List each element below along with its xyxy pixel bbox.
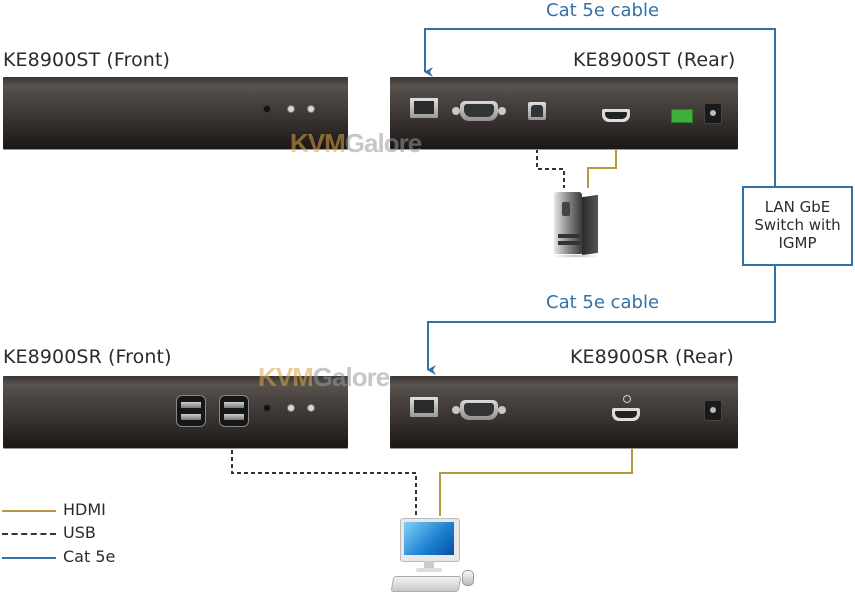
- transmitter-rear-label: KE8900ST (Rear): [573, 49, 736, 71]
- rs232-port-icon: [452, 101, 506, 121]
- usb-b-port-icon: [528, 102, 546, 120]
- mouse-icon: [462, 570, 474, 586]
- transmitter-rear-panel: [390, 77, 738, 149]
- terminal-block-icon: [671, 109, 693, 123]
- switch-line: Switch with: [754, 216, 841, 234]
- receiver-front-panel: [3, 376, 348, 448]
- switch-line: LAN GbE: [764, 198, 831, 216]
- watermark: KVMGalore: [290, 128, 422, 158]
- rj45-port-icon: [410, 397, 438, 417]
- switch-line: IGMP: [778, 234, 817, 252]
- power-jack-icon: [704, 103, 722, 124]
- rj45-port-icon: [410, 98, 438, 118]
- cat5e-cable-label-bottom: Cat 5e cable: [546, 292, 660, 313]
- workstation-monitor-icon: [390, 518, 482, 598]
- usb-a-port-icon: [176, 395, 206, 427]
- legend: HDMI USB Cat 5e: [2, 500, 132, 572]
- hdmi-port-icon: [602, 109, 630, 122]
- led-indicator: [307, 404, 315, 412]
- usb-line-swatch: [2, 533, 56, 535]
- lan-switch-box: LAN GbE Switch with IGMP: [742, 186, 853, 266]
- rs232-port-icon: [452, 400, 506, 420]
- usb-a-port-icon: [219, 395, 249, 427]
- cat5e-cable-bottom: [427, 264, 776, 375]
- power-jack-icon: [704, 400, 722, 421]
- keyboard-icon: [390, 576, 462, 592]
- cat5e-line-swatch: [2, 557, 56, 559]
- usb-cable-transmitter: [536, 128, 565, 188]
- hdmi-port-icon: [612, 408, 640, 421]
- led-indicator: [307, 105, 315, 113]
- led-indicator: [263, 404, 271, 412]
- watermark: KVMGalore: [258, 362, 390, 392]
- led-indicator: [287, 105, 295, 113]
- computer-tower-icon: [552, 192, 600, 258]
- cat5e-cable-top: [424, 28, 776, 186]
- led-indicator: [287, 404, 295, 412]
- receiver-rear-label: KE8900SR (Rear): [570, 346, 734, 368]
- usb-cable-receiver: [231, 450, 417, 516]
- screw-icon: [623, 395, 631, 403]
- transmitter-front-panel: [3, 77, 348, 149]
- led-indicator: [263, 105, 271, 113]
- hdmi-cable-receiver: [439, 425, 633, 516]
- cat5e-cable-label-top: Cat 5e cable: [546, 0, 660, 21]
- receiver-front-label: KE8900SR (Front): [3, 346, 172, 368]
- transmitter-front-label: KE8900ST (Front): [3, 49, 171, 71]
- hdmi-line-swatch: [2, 510, 56, 512]
- receiver-rear-panel: [390, 376, 738, 448]
